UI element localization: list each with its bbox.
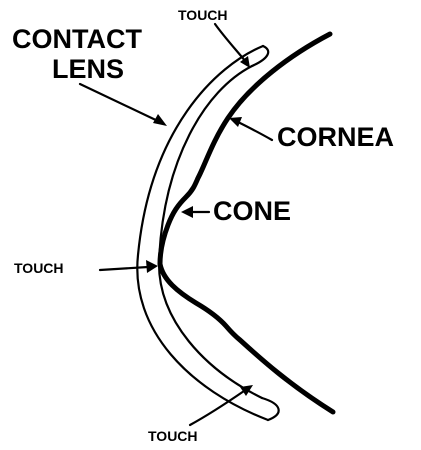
cone-label: CONE bbox=[213, 196, 291, 226]
touch-bottom-leader bbox=[190, 385, 253, 425]
cornea-label: CORNEA bbox=[277, 122, 394, 152]
touch-top-leader bbox=[215, 24, 250, 68]
contact-lens-leader bbox=[80, 84, 167, 126]
touch-top-label: TOUCH bbox=[178, 7, 228, 23]
touch-middle-label: TOUCH bbox=[14, 260, 64, 276]
contact-lens-label-line2: LENS bbox=[52, 54, 124, 84]
touch-bottom-label: TOUCH bbox=[148, 428, 198, 444]
touch-middle-leader bbox=[100, 260, 158, 273]
contact-lens bbox=[137, 46, 278, 420]
cornea-leader bbox=[229, 117, 272, 140]
lens-bottom-edge bbox=[262, 398, 279, 420]
cone-leader bbox=[181, 206, 209, 218]
contact-lens-label-line1: CONTACT bbox=[12, 24, 142, 54]
lens-outer-surface bbox=[137, 46, 268, 420]
